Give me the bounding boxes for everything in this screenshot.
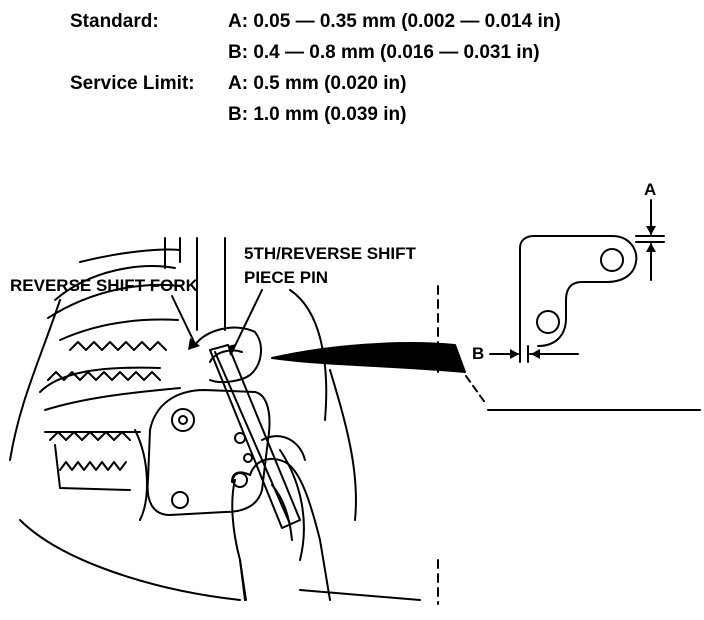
upper-gear xyxy=(9,248,181,461)
standard-b-value: B: 0.4 — 0.8 mm (0.016 — 0.031 in) xyxy=(228,42,540,63)
service-limit-b-value: B: 1.0 mm (0.039 in) xyxy=(228,104,407,125)
detail-view xyxy=(465,235,701,411)
shift-piece-pin-label-line2: PIECE PIN xyxy=(244,268,329,287)
lower-gear xyxy=(19,429,241,601)
hand xyxy=(231,435,331,601)
dimension-a-label: A xyxy=(644,180,657,199)
standard-label: Standard: xyxy=(70,11,159,32)
shift-piece-pin-label-line1: 5TH/REVERSE SHIFT xyxy=(244,244,416,263)
reverse-shift-fork-label: REVERSE SHIFT FORK xyxy=(10,276,198,295)
dimension-a xyxy=(635,199,665,281)
reverse-shift-fork xyxy=(146,326,271,516)
standard-a-value: A: 0.05 — 0.35 mm (0.002 — 0.014 in) xyxy=(228,11,561,32)
service-limit-label: Service Limit: xyxy=(70,73,195,94)
dimension-b-label: B xyxy=(472,344,485,363)
service-limit-a-value: A: 0.5 mm (0.020 in) xyxy=(228,73,407,94)
magnifier-cone xyxy=(271,342,466,373)
feeler-gauge xyxy=(209,344,301,529)
leader-lines xyxy=(171,289,263,353)
